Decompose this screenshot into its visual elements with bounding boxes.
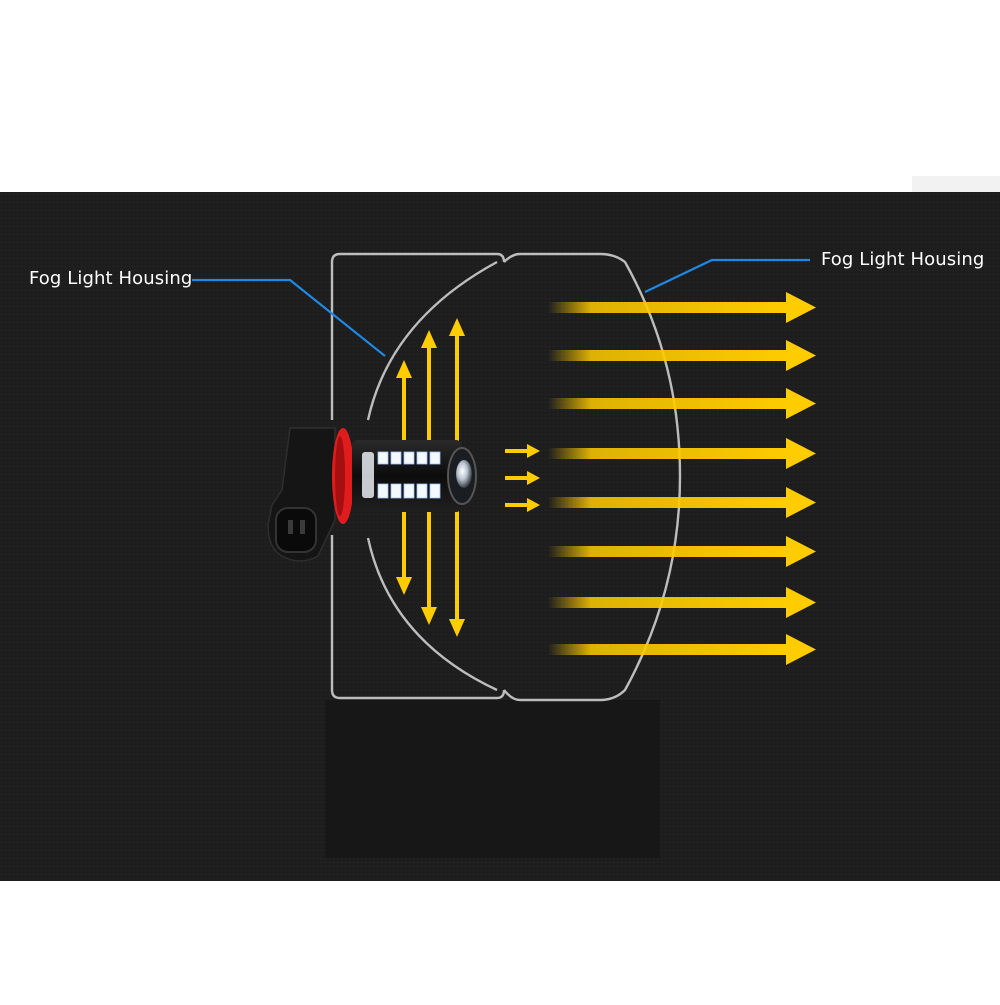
housing-outline [330, 252, 682, 702]
housing-left-frame-bottom [330, 535, 506, 700]
short-arrow [505, 444, 540, 458]
short-arrow [505, 471, 540, 485]
reflector-left-curve-bottom [366, 537, 498, 692]
up-arrow [421, 330, 437, 445]
horizontal-beams [548, 292, 816, 665]
short-forward-arrows [505, 444, 540, 512]
down-arrow [449, 510, 465, 637]
down-arrow [396, 510, 412, 595]
vertical-arrows-down [396, 510, 465, 637]
callout-lines [192, 258, 810, 357]
top-right-highlight [912, 176, 1000, 192]
vertical-arrows-up [396, 318, 465, 445]
housing-right-lens [503, 252, 682, 702]
up-arrow [449, 318, 465, 445]
housing-left-frame [330, 252, 506, 420]
fog-light-housing-label-left: Fog Light Housing [29, 268, 193, 289]
beam-arrow [548, 292, 816, 323]
lower-shadow-panel [325, 700, 660, 858]
up-arrow [396, 360, 412, 445]
led-fog-bulb-icon [267, 427, 477, 562]
callout-line-right [644, 258, 810, 293]
bulb-connector-socket [275, 507, 317, 553]
reflector-left-curve-top [366, 260, 498, 421]
fog-light-housing-label-right: Fog Light Housing [821, 249, 985, 270]
down-arrow [421, 510, 437, 625]
led-chips [377, 451, 441, 499]
beam-arrow [548, 438, 816, 469]
beam-arrow [548, 388, 816, 419]
beam-arrow [548, 587, 816, 618]
beam-arrow [548, 634, 816, 665]
short-arrow [505, 498, 540, 512]
beam-arrow [548, 487, 816, 518]
callout-line-left [192, 278, 386, 357]
beam-arrow [548, 536, 816, 567]
beam-arrow [548, 340, 816, 371]
